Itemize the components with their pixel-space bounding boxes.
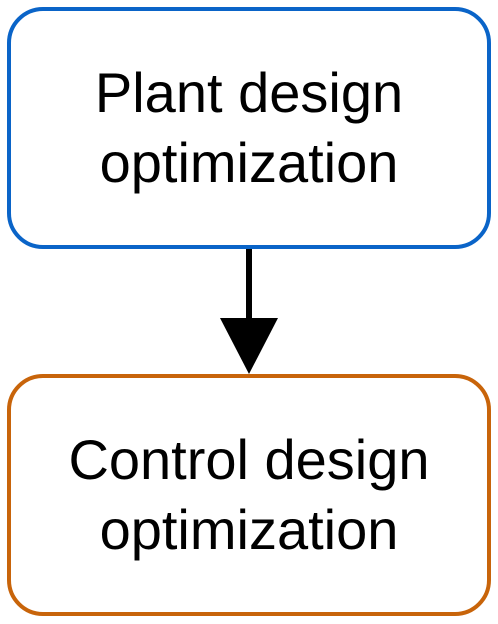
control-label-line-2: optimization [99,498,399,561]
control-design-optimization-label: Control design optimization [68,425,429,565]
plant-label-line-2: optimization [99,131,399,194]
plant-design-optimization-label: Plant design optimization [95,58,403,198]
arrowhead-icon [220,318,278,374]
plant-design-optimization-box: Plant design optimization [7,7,491,249]
control-design-optimization-box: Control design optimization [7,374,491,616]
plant-label-line-1: Plant design [94,61,404,124]
control-label-line-1: Control design [68,428,430,491]
